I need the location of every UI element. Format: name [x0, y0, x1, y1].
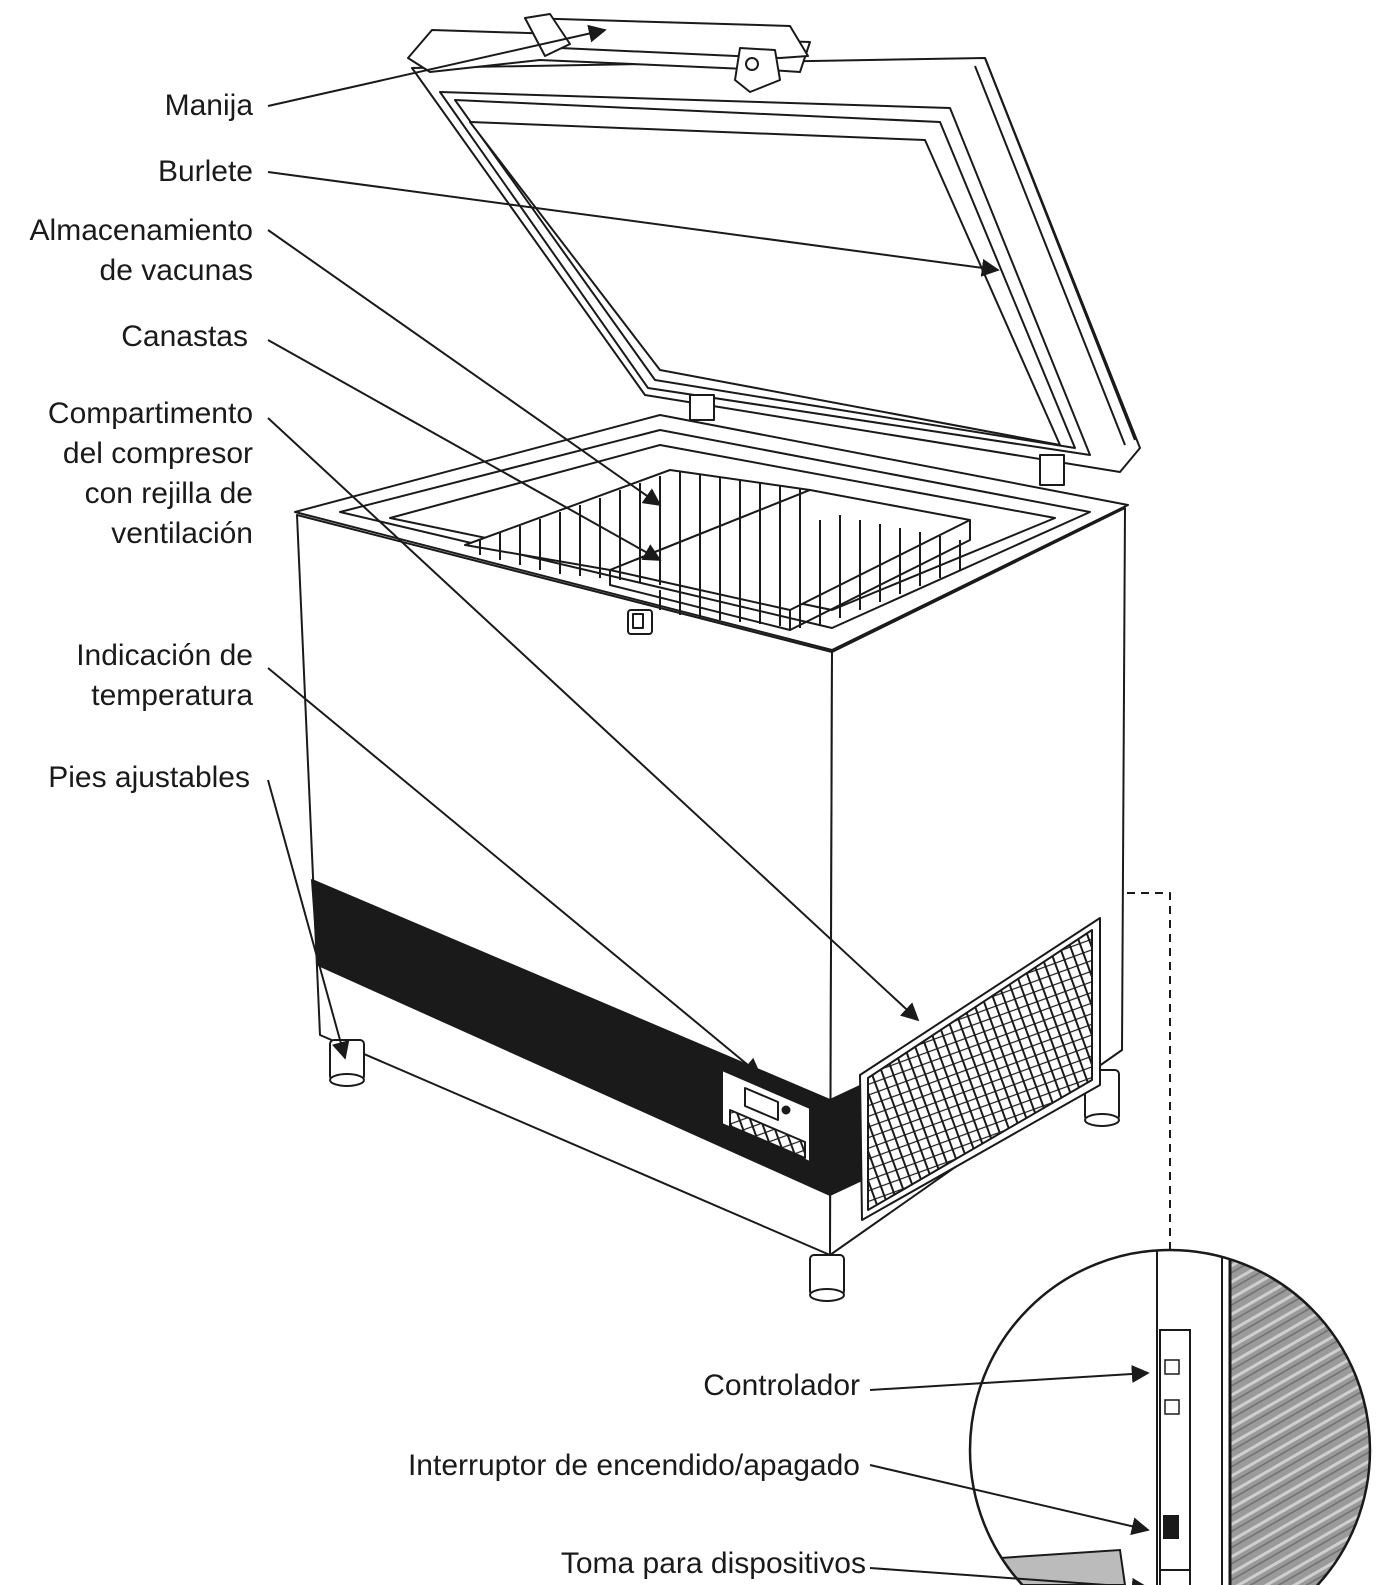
- label-canastas: Canastas: [121, 320, 248, 353]
- leader-burlete: [267, 171, 1000, 277]
- label-controlador: Controlador: [703, 1369, 860, 1402]
- vent-grille: [859, 917, 1101, 1221]
- label-manija: Manija: [164, 89, 253, 122]
- leader-indicacion: [267, 667, 762, 1077]
- temperature-display: [721, 1069, 811, 1163]
- lid: [411, 57, 1141, 486]
- label-pies: Pies ajustables: [48, 761, 250, 794]
- leader-pies: [267, 779, 350, 1060]
- leader-controlador: [869, 1365, 1150, 1391]
- leader-lines: [267, 24, 1150, 1585]
- label-almacenamiento: Almacenamiento de vacunas: [29, 214, 253, 287]
- label-indicacion: Indicación de temperatura: [76, 639, 253, 712]
- leader-interruptor: [869, 1464, 1150, 1536]
- label-compartimento: Compartimento del compresor con rejilla …: [47, 397, 253, 550]
- label-burlete: Burlete: [157, 155, 253, 188]
- leader-almacenamiento: [267, 229, 662, 507]
- zoom-detail: [968, 1248, 1372, 1585]
- leader-manija: [267, 24, 607, 107]
- leader-canastas: [267, 339, 662, 561]
- leader-compartimento: [267, 417, 920, 1022]
- label-toma: Toma para dispositivos: [560, 1547, 866, 1580]
- baskets: [464, 469, 971, 631]
- freezer-illustration: [294, 13, 1171, 1302]
- label-interruptor: Interruptor de encendido/apagado: [407, 1449, 860, 1482]
